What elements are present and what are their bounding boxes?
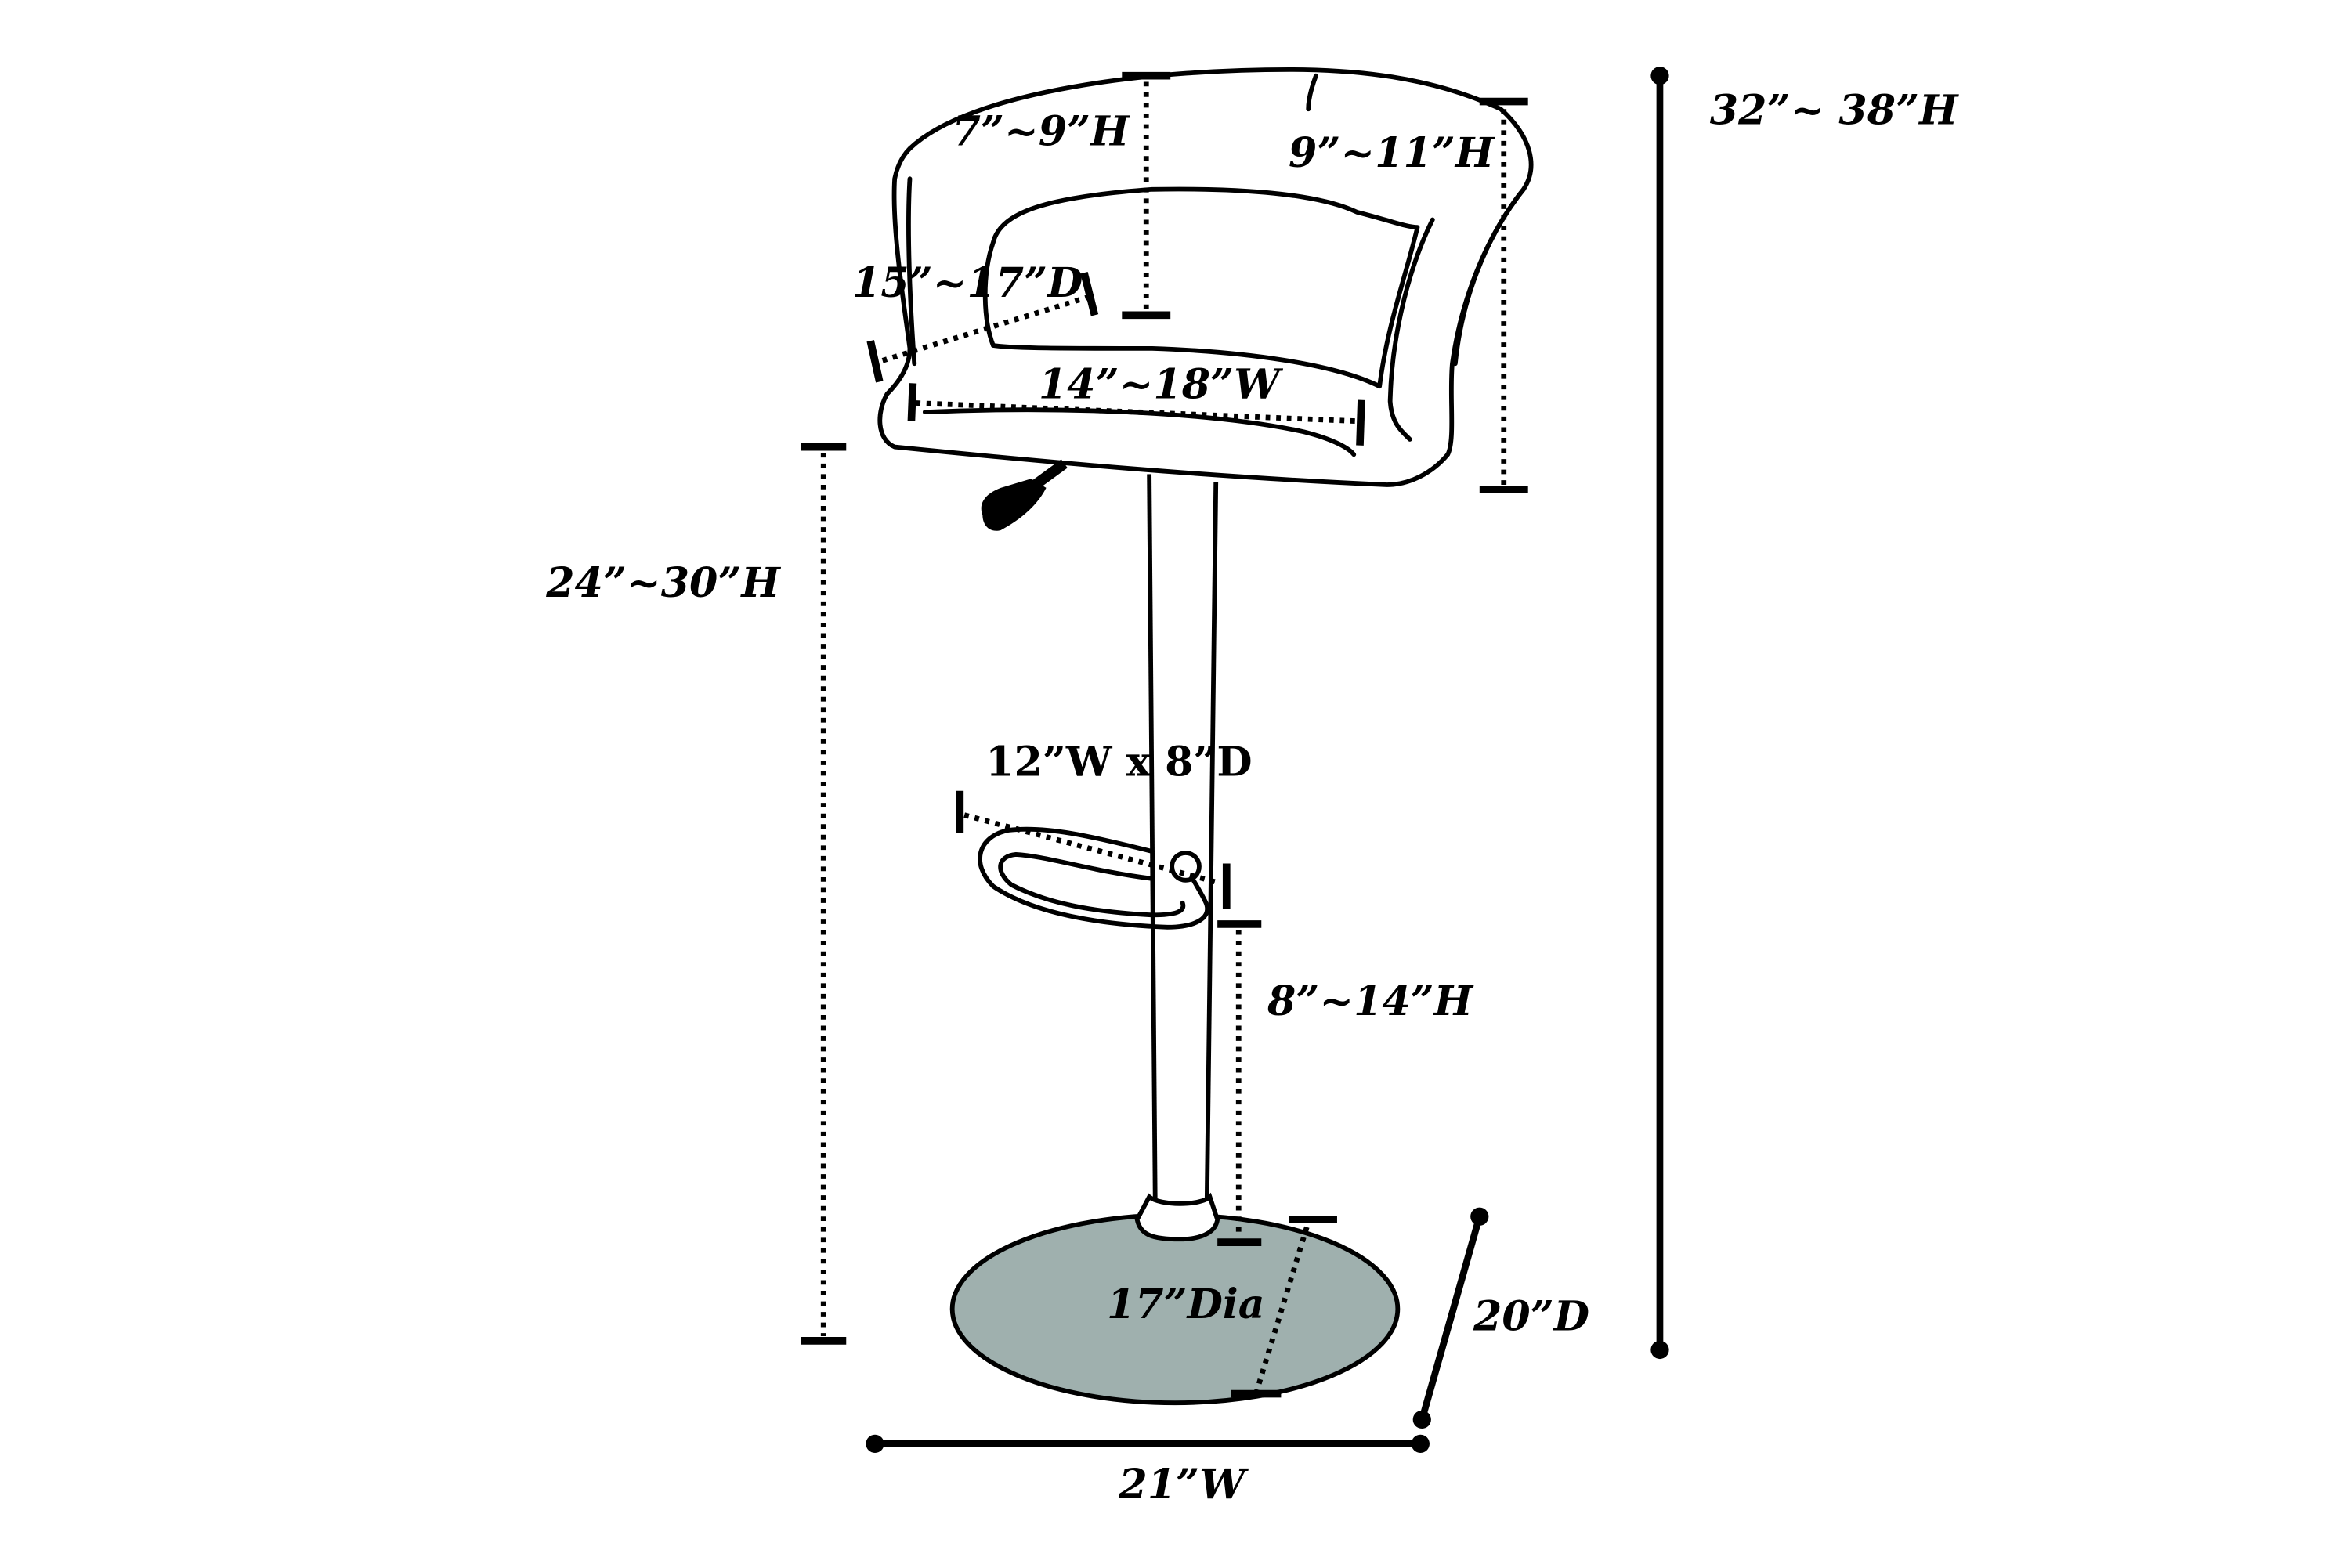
label-footrest-height: 8”~14”H — [1267, 977, 1474, 1025]
gas-lift-column — [1147, 474, 1219, 1212]
seat-front-curve — [922, 407, 1357, 457]
label-footprint-width: 21”W — [1118, 1461, 1249, 1508]
backrest-shell — [877, 67, 1534, 487]
stool-seat — [877, 67, 1534, 487]
dimension-base-diameter: 17”Dia — [1107, 1216, 1337, 1398]
column-collar — [1134, 1192, 1220, 1242]
label-seat-width: 14”~18”W — [1039, 361, 1283, 409]
dimension-seat-depth: 15”~17”D — [852, 259, 1099, 383]
dimension-backrest-inner: 7”~9”H — [953, 71, 1171, 320]
armrest-outer-line — [1452, 186, 1526, 367]
label-footrest-size: 12”W x 8”D — [985, 738, 1253, 786]
dimension-footrest-height: 8”~14”H — [1217, 920, 1474, 1246]
lever-handle — [981, 479, 1047, 531]
footrest-joint — [1170, 851, 1202, 883]
label-seat-depth: 15”~17”D — [852, 259, 1083, 307]
footrest-ring — [978, 826, 1209, 930]
backrest-left-edge — [906, 176, 917, 367]
backrest-opening — [982, 186, 1420, 389]
dimension-footrest-size: 12”W x 8”D — [956, 738, 1253, 909]
dimension-seat-width: 14”~18”W — [907, 361, 1365, 446]
label-overall-height: 32”~ 38”H — [1710, 87, 1959, 135]
dimension-seat-height: 24”~30”H — [545, 443, 847, 1345]
label-backrest-inner-height: 7”~9”H — [953, 108, 1130, 156]
height-adjust-lever — [981, 459, 1068, 531]
round-base — [949, 1192, 1401, 1406]
label-footprint-depth: 20”D — [1473, 1292, 1589, 1340]
label-seat-height: 24”~30”H — [545, 559, 781, 607]
dimension-overall-height: 32”~ 38”H — [1650, 67, 1959, 1360]
label-backrest-outer-height: 9”~11”H — [1289, 129, 1495, 177]
backrest-seam — [1306, 73, 1318, 112]
dimension-footprint-width: 21”W — [866, 1434, 1430, 1508]
dimension-footprint-depth: 20”D — [1412, 1207, 1589, 1429]
dimension-backrest-outer: 9”~11”H — [1289, 97, 1528, 493]
armrest-inner-line — [1387, 217, 1435, 442]
label-base-diameter: 17”Dia — [1107, 1281, 1265, 1328]
